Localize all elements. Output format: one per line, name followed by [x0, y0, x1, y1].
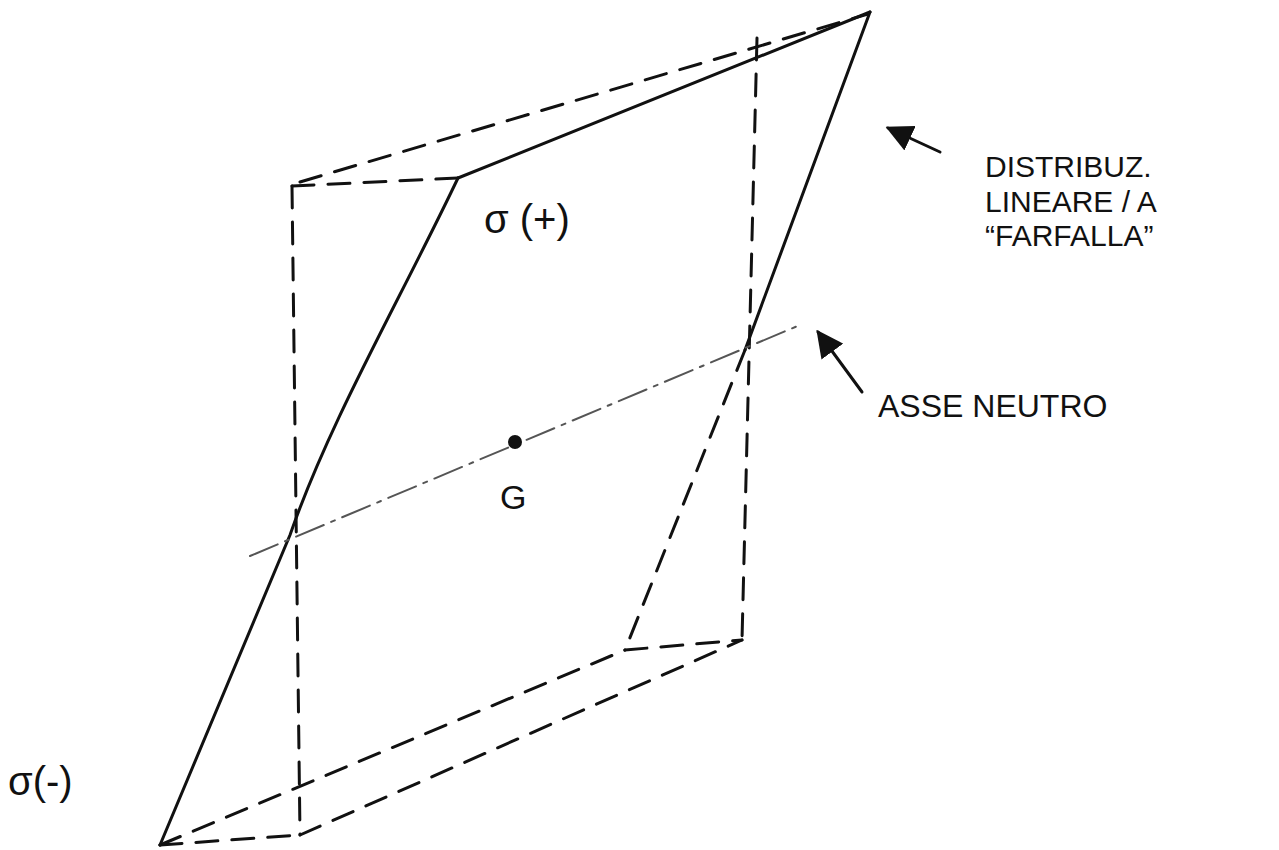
axis-label: ASSE NEUTRO [878, 388, 1107, 425]
centroid-dot [508, 435, 522, 449]
stress-plane [160, 12, 870, 845]
section-outline [160, 14, 868, 845]
stress-label: σ (+) [484, 196, 570, 242]
stress-plane-hidden [625, 350, 745, 650]
leader-arrow [888, 128, 940, 152]
stress-label: σ(-) [8, 758, 73, 804]
neutral-axis [250, 325, 800, 556]
centroid-label: G [500, 478, 526, 517]
leader-arrow [818, 332, 862, 392]
note-label: DISTRIBUZ. LINEARE / A “FARFALLA” [985, 150, 1260, 254]
